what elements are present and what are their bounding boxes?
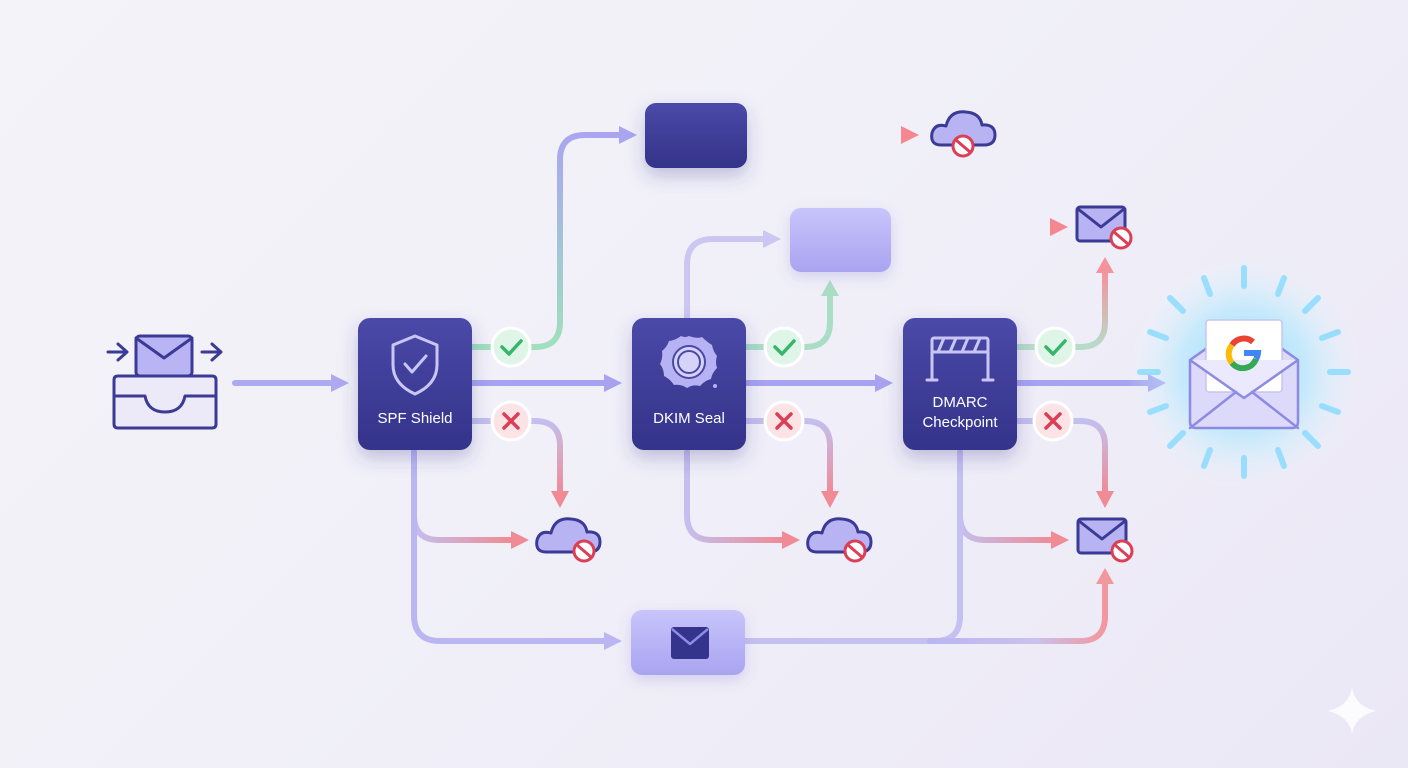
dkim-pass-badge (763, 326, 805, 368)
connector-dmarc-pass-up (1014, 269, 1108, 350)
google-envelope-icon (1126, 254, 1362, 490)
x-icon (775, 412, 793, 430)
connectors (232, 132, 1153, 644)
connector-spf-fail (469, 418, 563, 497)
arrowhead (821, 280, 839, 296)
sparkle-icon (1328, 688, 1376, 734)
cloud-blocked-icon (930, 110, 997, 158)
inbox-tray-icon (106, 334, 223, 430)
connector-spf-pass-up (469, 132, 625, 350)
x-icon (1044, 412, 1062, 430)
arrowhead (331, 374, 349, 392)
spf-shield-node[interactable]: SPF Shield (358, 318, 472, 450)
arrowhead (604, 374, 622, 392)
spf-pass-badge (490, 326, 532, 368)
arrowhead (782, 531, 800, 549)
quarantine-node-light[interactable] (790, 208, 891, 272)
arrowhead (619, 126, 637, 144)
status-badges (490, 326, 1076, 442)
arrowhead (763, 230, 781, 248)
quarantine-node-dark[interactable] (645, 103, 747, 168)
spf-shield-label: SPF Shield (377, 410, 452, 427)
wax-seal-icon (660, 336, 717, 388)
barrier-gate-icon (925, 336, 995, 382)
dmarc-label-line2: Checkpoint (922, 414, 998, 431)
arrowhead (1096, 568, 1114, 584)
connector-dkim-down-cloud (684, 449, 787, 543)
connector-dmarc-down-mail (957, 449, 1056, 543)
shield-check-icon (391, 334, 439, 396)
arrowhead (821, 491, 839, 508)
dkim-seal-label: DKIM Seal (653, 410, 725, 427)
arrowhead (604, 632, 622, 650)
connector-spf-down-cloud (411, 449, 515, 543)
arrowhead (1051, 531, 1069, 549)
dkim-seal-node[interactable]: DKIM Seal (632, 318, 746, 450)
cloud-blocked-icon (535, 517, 602, 563)
bottom-envelope-node[interactable] (631, 610, 745, 675)
dmarc-checkpoint-node[interactable]: DMARC Checkpoint (903, 318, 1017, 450)
check-icon (773, 339, 796, 356)
connector-dkim-fail (743, 418, 833, 497)
dmarc-pass-badge (1034, 326, 1076, 368)
envelope-icon (671, 627, 709, 659)
connector-spf-to-bottom (411, 449, 609, 644)
spf-fail-badge (490, 400, 532, 442)
connector-dkim-up-light (684, 236, 769, 321)
dmarc-fail-badge (1032, 400, 1074, 442)
arrowhead (901, 126, 919, 144)
arrowhead (511, 531, 529, 549)
mail-blocked-icon (1075, 205, 1133, 250)
arrowhead (1096, 491, 1114, 508)
dmarc-label-line1: DMARC (933, 394, 988, 411)
connector-dkim-pass-up (743, 289, 833, 350)
connector-dmarc-fail (1014, 418, 1108, 497)
mail-blocked-icon (1076, 517, 1134, 563)
cloud-blocked-icon (806, 517, 873, 563)
dkim-fail-badge (763, 400, 805, 442)
check-icon (1044, 339, 1067, 356)
connector-bottom-to-mail (927, 581, 1108, 644)
x-icon (502, 412, 520, 430)
arrowhead (1096, 257, 1114, 273)
arrowhead (551, 491, 569, 508)
check-icon (500, 339, 523, 356)
arrowhead (875, 374, 893, 392)
google-logo (1225, 335, 1262, 372)
arrowhead (1050, 218, 1068, 236)
